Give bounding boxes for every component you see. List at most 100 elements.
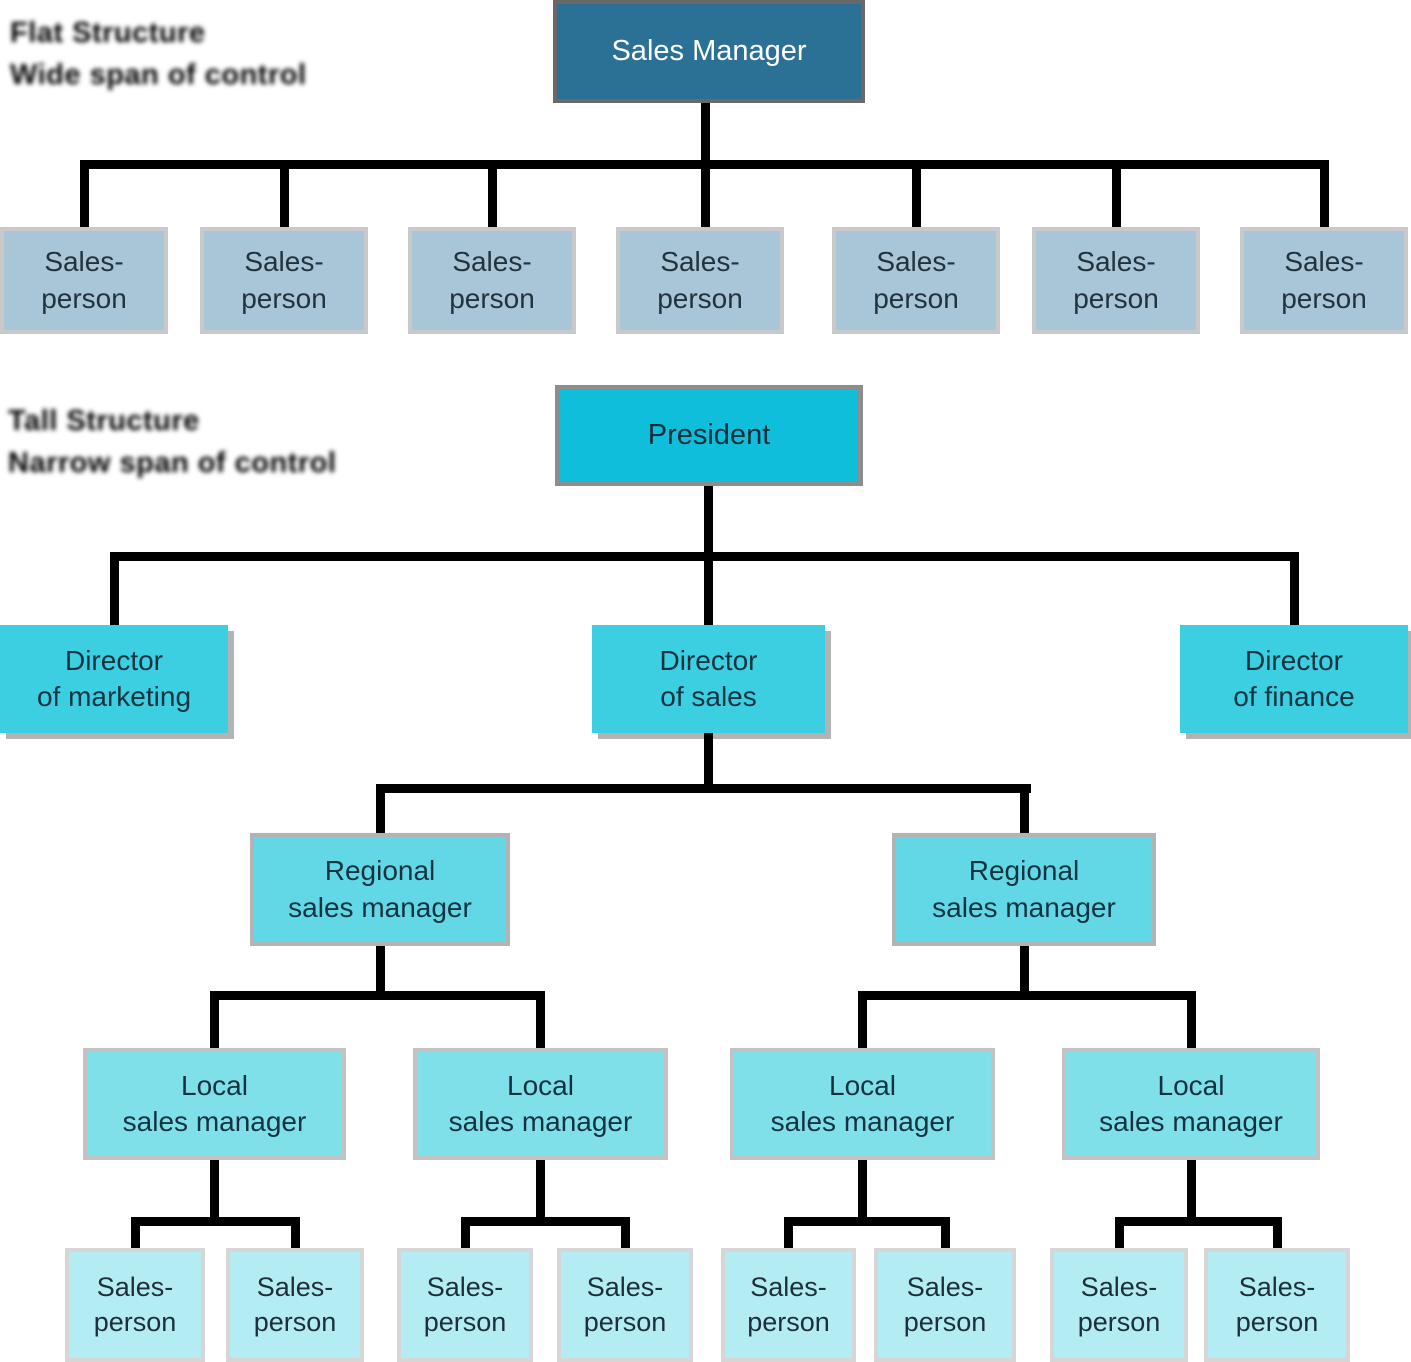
node-label-line: of marketing <box>36 681 192 712</box>
node-label-line: person <box>41 282 127 314</box>
node-label-line: Sales- <box>96 1271 174 1302</box>
connector-drop-local-1 <box>210 991 219 1060</box>
node-label-line: person <box>747 1307 830 1337</box>
connector-drop-sp-7 <box>1115 1217 1124 1262</box>
node-local-sales-manager-2: Local sales manager <box>413 1048 668 1160</box>
tall-structure-caption: Tall Structure Narrow span of control <box>8 400 336 484</box>
connector-drop-sales <box>704 552 713 635</box>
node-label-line: person <box>253 1307 337 1337</box>
connector-regional-horizontal <box>376 784 1031 793</box>
node-tall-salesperson-4: Sales- person <box>557 1248 693 1362</box>
connector-president-stub <box>704 486 713 561</box>
node-label-line: of sales <box>660 681 757 712</box>
node-label-line: Director <box>64 644 163 676</box>
node-label: Sales Manager <box>611 34 807 67</box>
node-label-line: sales manager <box>122 1106 307 1137</box>
node-local-sales-manager-4: Local sales manager <box>1062 1048 1320 1160</box>
connector-regional-1-stub <box>376 946 385 1000</box>
node-label-line: Sales- <box>1076 246 1156 278</box>
node-label-line: person <box>1281 282 1367 314</box>
node-label-line: Sales- <box>256 1271 334 1302</box>
connector-flat-drop-7 <box>1320 160 1329 240</box>
node-label-line: sales manager <box>288 891 472 923</box>
node-label-line: Sales- <box>750 1271 827 1302</box>
node-flat-salesperson-1: Sales- person <box>0 227 168 334</box>
node-label: President <box>647 418 771 451</box>
node-label-line: sales manager <box>1099 1106 1283 1137</box>
connector-drop-sp-4 <box>621 1217 630 1262</box>
node-label-line: sales manager <box>448 1106 633 1137</box>
node-tall-salesperson-1: Sales- person <box>65 1248 205 1362</box>
connector-drop-sp-5 <box>784 1217 793 1262</box>
node-label-line: Sales- <box>906 1271 984 1302</box>
node-director-of-sales: Director of sales <box>592 625 825 733</box>
node-tall-salesperson-3: Sales- person <box>397 1248 533 1362</box>
node-flat-salesperson-5: Sales- person <box>832 227 1000 334</box>
node-tall-salesperson-6: Sales- person <box>874 1248 1016 1362</box>
node-label-line: Local <box>181 1069 248 1101</box>
connector-flat-drop-5 <box>912 160 921 240</box>
node-tall-salesperson-8: Sales- person <box>1204 1248 1350 1362</box>
node-tall-salesperson-7: Sales- person <box>1050 1248 1188 1362</box>
connector-sp-horizontal-3 <box>784 1217 950 1226</box>
node-label-line: person <box>241 282 327 314</box>
connector-sales-director-stub <box>704 733 713 793</box>
node-label-line: person <box>1077 1307 1161 1337</box>
node-flat-salesperson-4: Sales- person <box>616 227 784 334</box>
node-label-line: Local <box>507 1069 574 1101</box>
node-regional-sales-manager-2: Regional sales manager <box>892 833 1156 946</box>
node-label-line: Sales- <box>452 246 532 278</box>
connector-drop-local-2 <box>536 991 545 1060</box>
connector-sp-horizontal-4 <box>1115 1217 1282 1226</box>
node-label-line: Sales- <box>876 246 956 278</box>
node-label-line: person <box>93 1307 177 1337</box>
node-label-line: sales manager <box>932 891 1116 923</box>
node-label-line: Local <box>1157 1069 1225 1101</box>
node-director-of-marketing: Director of marketing <box>0 625 228 733</box>
connector-drop-local-3 <box>858 991 867 1060</box>
node-label-line: person <box>1235 1307 1319 1337</box>
node-label-line: person <box>873 282 959 314</box>
connector-sp-horizontal-2 <box>461 1217 630 1226</box>
node-label-line: Sales- <box>1284 246 1364 278</box>
connector-drop-regional-2 <box>1020 784 1029 842</box>
node-label-line: sales manager <box>770 1106 955 1137</box>
node-label-line: Sales- <box>44 246 124 278</box>
connector-local-1-stub <box>210 1160 219 1226</box>
node-flat-salesperson-3: Sales- person <box>408 227 576 334</box>
node-label-line: Regional <box>324 855 436 887</box>
node-label-line: Sales- <box>660 246 740 278</box>
node-label-line: person <box>903 1307 987 1337</box>
node-label-line: Director <box>1244 644 1343 676</box>
connector-drop-sp-1 <box>131 1217 140 1262</box>
connector-local-horizontal-1 <box>210 991 545 1000</box>
connector-flat-drop-4 <box>701 160 710 240</box>
node-flat-salesperson-2: Sales- person <box>200 227 368 334</box>
node-label-line: Regional <box>968 855 1080 887</box>
caption-line: Wide span of control <box>10 59 307 91</box>
connector-local-3-stub <box>858 1160 867 1226</box>
connector-drop-finance <box>1290 552 1299 635</box>
node-local-sales-manager-3: Local sales manager <box>730 1048 995 1160</box>
connector-flat-drop-1 <box>80 160 89 240</box>
connector-drop-sp-8 <box>1273 1217 1282 1262</box>
node-local-sales-manager-1: Local sales manager <box>83 1048 346 1160</box>
connector-local-4-stub <box>1187 1160 1196 1226</box>
caption-line: Narrow span of control <box>8 447 337 479</box>
connector-local-2-stub <box>536 1160 545 1226</box>
flat-structure-caption: Flat Structure Wide span of control <box>10 12 307 96</box>
caption-line: Tall Structure <box>8 405 200 437</box>
connector-flat-drop-6 <box>1112 160 1121 240</box>
connector-regional-2-stub <box>1020 946 1029 1000</box>
node-label-line: Local <box>829 1069 896 1101</box>
connector-drop-sp-6 <box>941 1217 950 1262</box>
node-label-line: Sales- <box>1238 1271 1316 1302</box>
connector-flat-drop-3 <box>488 160 497 240</box>
connector-drop-regional-1 <box>376 784 385 842</box>
connector-drop-sp-3 <box>461 1217 470 1262</box>
connector-flat-root-stub <box>701 103 710 169</box>
node-label-line: person <box>657 282 743 314</box>
node-label-line: Director <box>659 644 758 676</box>
node-director-of-finance: Director of finance <box>1180 625 1408 733</box>
